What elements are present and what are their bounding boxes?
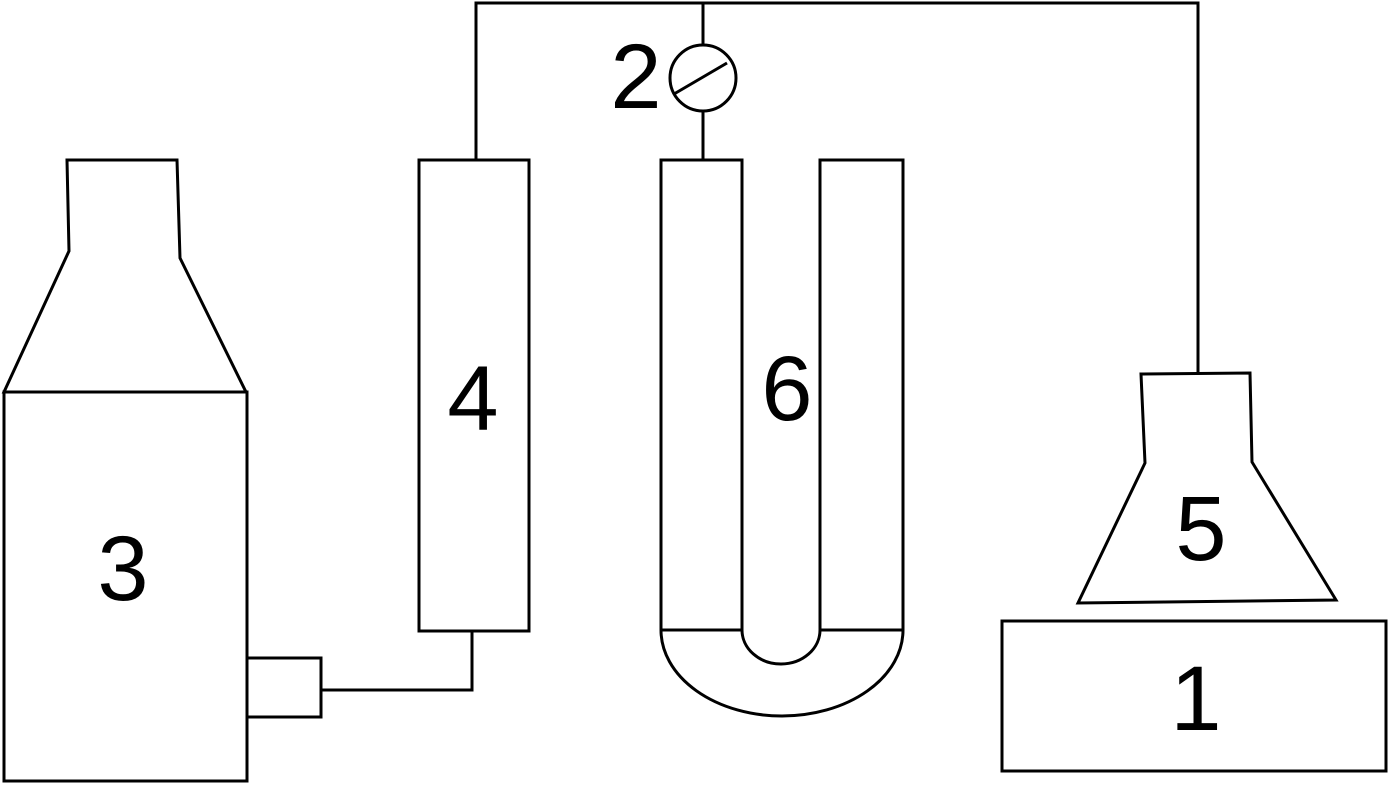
valve-label: 2 (610, 26, 661, 128)
u-tube-label: 6 (761, 338, 812, 440)
column-label: 4 (447, 348, 498, 450)
gas-bottle: 3 (1, 158, 323, 783)
valve-slash (673, 61, 728, 96)
heater-label: 1 (1170, 648, 1221, 750)
top-manifold-tube (474, 1, 1200, 375)
flask-label: 5 (1175, 478, 1226, 580)
valve: 2 (610, 26, 738, 128)
u-tube: 6 (659, 158, 905, 718)
gas-bottle-outlet (245, 656, 323, 719)
tubing (322, 1, 1200, 692)
flask: 5 (1075, 371, 1339, 605)
gas-bottle-body (2, 390, 249, 783)
gas-bottle-neck (1, 158, 249, 394)
column-body (417, 158, 531, 633)
flask-body (1075, 371, 1339, 605)
heater: 1 (1000, 619, 1388, 773)
column: 4 (417, 158, 531, 633)
heater-body (1000, 619, 1388, 773)
gas-bottle-label: 3 (97, 518, 148, 620)
u-tube-outline (659, 158, 905, 718)
bottle-to-column-tube (322, 631, 474, 692)
